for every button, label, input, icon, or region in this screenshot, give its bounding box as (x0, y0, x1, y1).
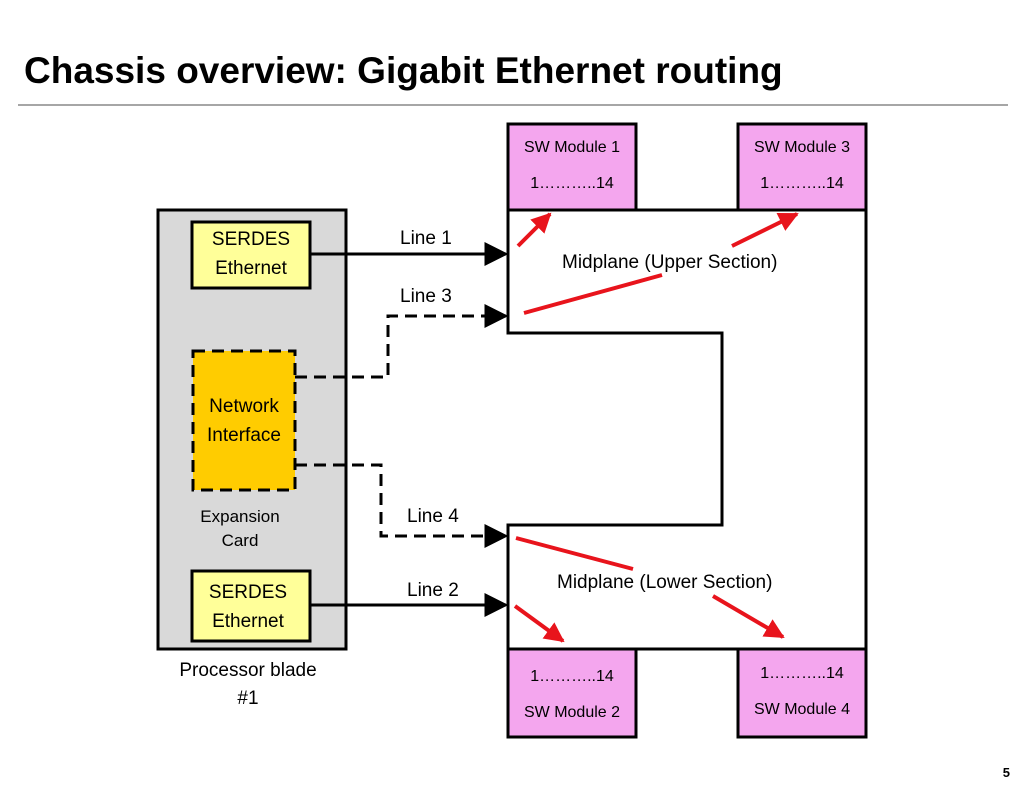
sw-module-4 (736, 647, 868, 739)
processor-blade-caption-line2: #1 (237, 688, 259, 709)
serdes-top-line1: SERDES (211, 229, 291, 250)
sw-module-3-ports: 1………..14 (760, 175, 844, 192)
expansion-card-label: Expansion Card (178, 505, 302, 553)
sw-module-2-name: SW Module 2 (523, 704, 621, 721)
route-arrow-upper-3 (731, 212, 799, 248)
serdes-top-label: SERDES Ethernet (192, 225, 310, 283)
processor-blade-caption: Processor blade #1 (142, 657, 354, 713)
line-3-label: Line 3 (400, 286, 452, 307)
line-4-connector (295, 463, 509, 548)
sw-module-4-ports: 1………..14 (760, 665, 844, 682)
serdes-bottom-line2: Ethernet (212, 611, 284, 632)
expansion-card-line2: Card (221, 531, 259, 550)
line-3-connector (295, 304, 509, 379)
title-divider (18, 104, 1008, 106)
sw-module-2-text: 1………..14 SW Module 2 (508, 662, 636, 728)
sw-module-3-name: SW Module 3 (753, 139, 851, 156)
slide-title: Chassis overview: Gigabit Ethernet routi… (24, 50, 783, 91)
sw-module-1-ports: 1………..14 (530, 175, 614, 192)
route-arrow-upper-1 (516, 212, 552, 248)
serdes-bottom-label: SERDES Ethernet (189, 578, 307, 636)
sw-module-4-name: SW Module 4 (753, 701, 851, 718)
route-line-upper-diagonal (523, 273, 663, 315)
processor-blade-caption-line1: Processor blade (179, 660, 317, 681)
serdes-top-line2: Ethernet (215, 258, 287, 279)
sw-module-3-text: SW Module 3 1………..14 (738, 133, 866, 199)
line-4-label: Line 4 (407, 506, 459, 527)
sw-module-2 (506, 647, 638, 739)
sw-module-4-text: 1………..14 SW Module 4 (738, 659, 866, 725)
sw-module-1 (506, 122, 638, 212)
route-line-lower-diagonal (515, 536, 634, 571)
network-interface-line1: Network (209, 396, 279, 417)
midplane-upper-label: Midplane (Upper Section) (562, 252, 778, 273)
serdes-bottom-line1: SERDES (208, 582, 288, 603)
route-arrow-lower-4 (711, 594, 785, 639)
network-interface-line2: Interface (207, 425, 281, 446)
page-number: 5 (1002, 765, 1010, 780)
network-interface-label: Network Interface (190, 392, 298, 450)
network-interface-card (191, 349, 297, 492)
sw-module-2-ports: 1………..14 (530, 668, 614, 685)
sw-module-1-name: SW Module 1 (523, 139, 621, 156)
midplane-lower-label: Midplane (Lower Section) (557, 572, 773, 593)
sw-module-1-text: SW Module 1 1………..14 (508, 133, 636, 199)
sw-module-3 (736, 122, 868, 212)
line-2-label: Line 2 (407, 580, 459, 601)
line-1-label: Line 1 (400, 228, 452, 249)
route-arrow-lower-2 (513, 604, 565, 643)
serdes-ethernet-bottom (190, 569, 312, 643)
expansion-card-line1: Expansion (200, 507, 280, 526)
